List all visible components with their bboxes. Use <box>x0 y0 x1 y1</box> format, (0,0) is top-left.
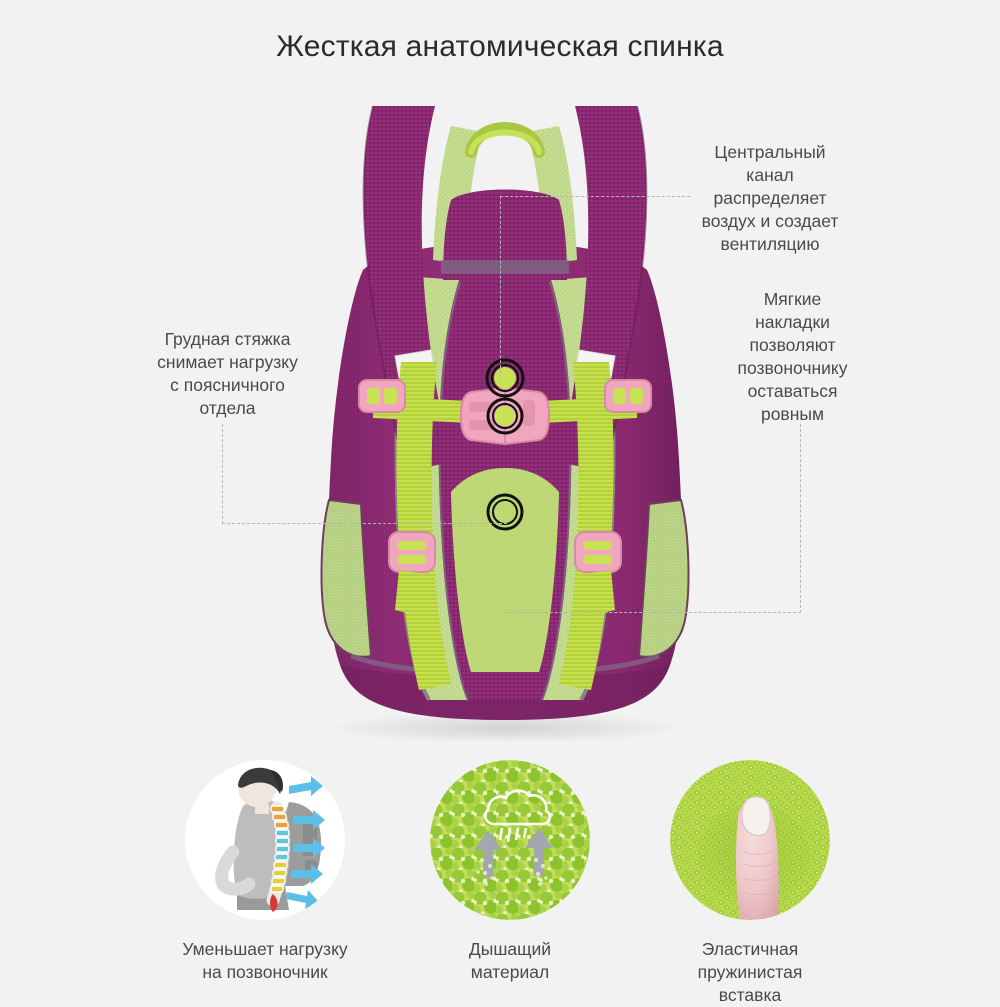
feature-label-elastic: Эластичная пружинистая вставка <box>697 939 803 1005</box>
upper-yoke <box>441 189 569 280</box>
strap-tail-left <box>395 570 427 616</box>
backpack-illustration <box>320 105 690 740</box>
leader-chest-horizontal <box>222 523 507 524</box>
green-mesh-airflow-icon <box>430 760 590 920</box>
carry-handle <box>465 122 545 158</box>
spine-icon-circle <box>185 760 345 920</box>
callout-chest-strap: Грудная стяжка снимает нагрузку с поясни… <box>157 329 298 418</box>
strap-tail-right <box>583 570 615 616</box>
leader-pads-horizontal <box>505 612 801 613</box>
side-mesh-pocket-right <box>637 498 690 658</box>
anchor-ring-air-channel <box>485 358 525 398</box>
elastic-icon-circle <box>670 760 830 920</box>
feature-elastic-insert: Эластичная пружинистая вставка <box>645 760 855 1007</box>
page-title: Жесткая анатомическая спинка <box>276 30 724 63</box>
leader-air-horizontal <box>500 196 690 197</box>
anchor-ring-soft-pad <box>486 493 524 531</box>
buckle-lower-left <box>388 531 436 573</box>
feature-label-spine: Уменьшает нагрузку на позвоночник <box>182 939 348 982</box>
callout-soft-pads: Мягкие накладки позволяют позвоночнику о… <box>737 289 848 424</box>
feature-label-breathable: Дышащий материал <box>468 939 552 982</box>
lumbar-soft-pad <box>451 468 559 672</box>
anchor-ring-chest-buckle <box>486 397 524 435</box>
person-with-backpack-spine-icon <box>185 760 345 920</box>
side-mesh-pocket-left <box>320 498 373 658</box>
buckle-lower-right <box>574 531 622 573</box>
buckle-upper-right <box>604 379 652 413</box>
leader-air-vertical <box>500 196 501 378</box>
leader-pads-vertical <box>800 424 801 613</box>
callout-air-channel: Центральный канал распределяет воздух и … <box>701 142 839 254</box>
feature-breathable: Дышащий материал <box>405 760 615 984</box>
feature-spine-relief: Уменьшает нагрузку на позвоночник <box>160 760 370 984</box>
breathable-icon-circle <box>430 760 590 920</box>
finger-pressing-mesh-icon <box>670 760 830 920</box>
buckle-upper-left <box>358 379 406 413</box>
leader-chest-vertical <box>222 424 223 524</box>
